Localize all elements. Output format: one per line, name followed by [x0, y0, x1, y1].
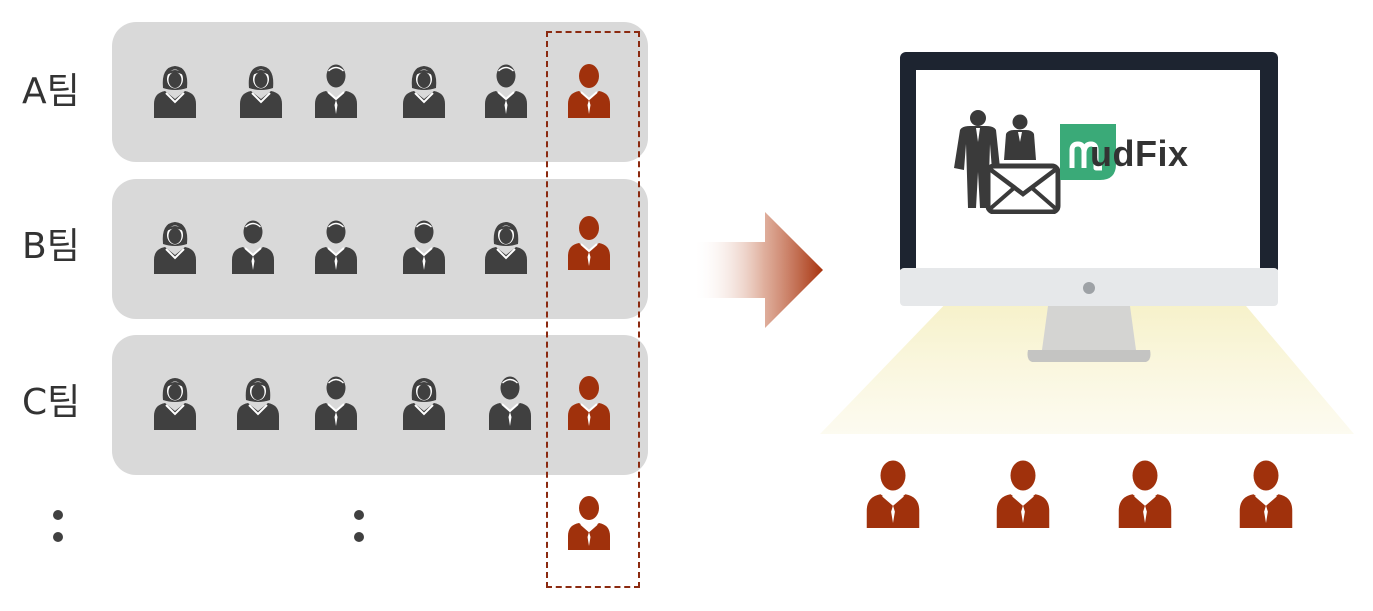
audience-person-icon: [993, 454, 1053, 532]
team-label-a: A팀: [22, 71, 80, 112]
female-person-icon: [234, 374, 282, 430]
leader-selection-box: [546, 31, 640, 588]
female-person-icon: [400, 62, 448, 118]
male-person-icon: [486, 374, 534, 430]
continuation-dots-left: [53, 510, 63, 550]
female-person-icon: [151, 218, 199, 274]
team-label-b: B팀: [22, 226, 80, 267]
envelope-icon: [954, 110, 1061, 214]
audience-person-icon: [1115, 454, 1175, 532]
female-person-icon: [237, 62, 285, 118]
mudfix-logo-mark-icon: [1060, 124, 1116, 180]
continuation-dots-middle: [354, 510, 364, 550]
audience-person-icon: [1236, 454, 1296, 532]
mudfix-logo: udFix: [1060, 124, 1220, 184]
male-person-icon: [312, 62, 360, 118]
arrow-right-icon: [693, 212, 823, 328]
male-person-icon: [312, 374, 360, 430]
team-panel-a: [112, 22, 648, 162]
male-person-icon: [229, 218, 277, 274]
female-person-icon: [151, 374, 199, 430]
team-label-c: C팀: [22, 382, 81, 423]
female-person-icon: [400, 374, 448, 430]
female-person-icon: [151, 62, 199, 118]
mudfix-logo-text: udFix: [1090, 133, 1189, 174]
male-person-icon: [482, 62, 530, 118]
team-panel-b: [112, 179, 648, 319]
male-person-icon: [312, 218, 360, 274]
audience-person-icon: [863, 454, 923, 532]
male-person-icon: [400, 218, 448, 274]
team-panel-c: [112, 335, 648, 475]
female-person-icon: [482, 218, 530, 274]
